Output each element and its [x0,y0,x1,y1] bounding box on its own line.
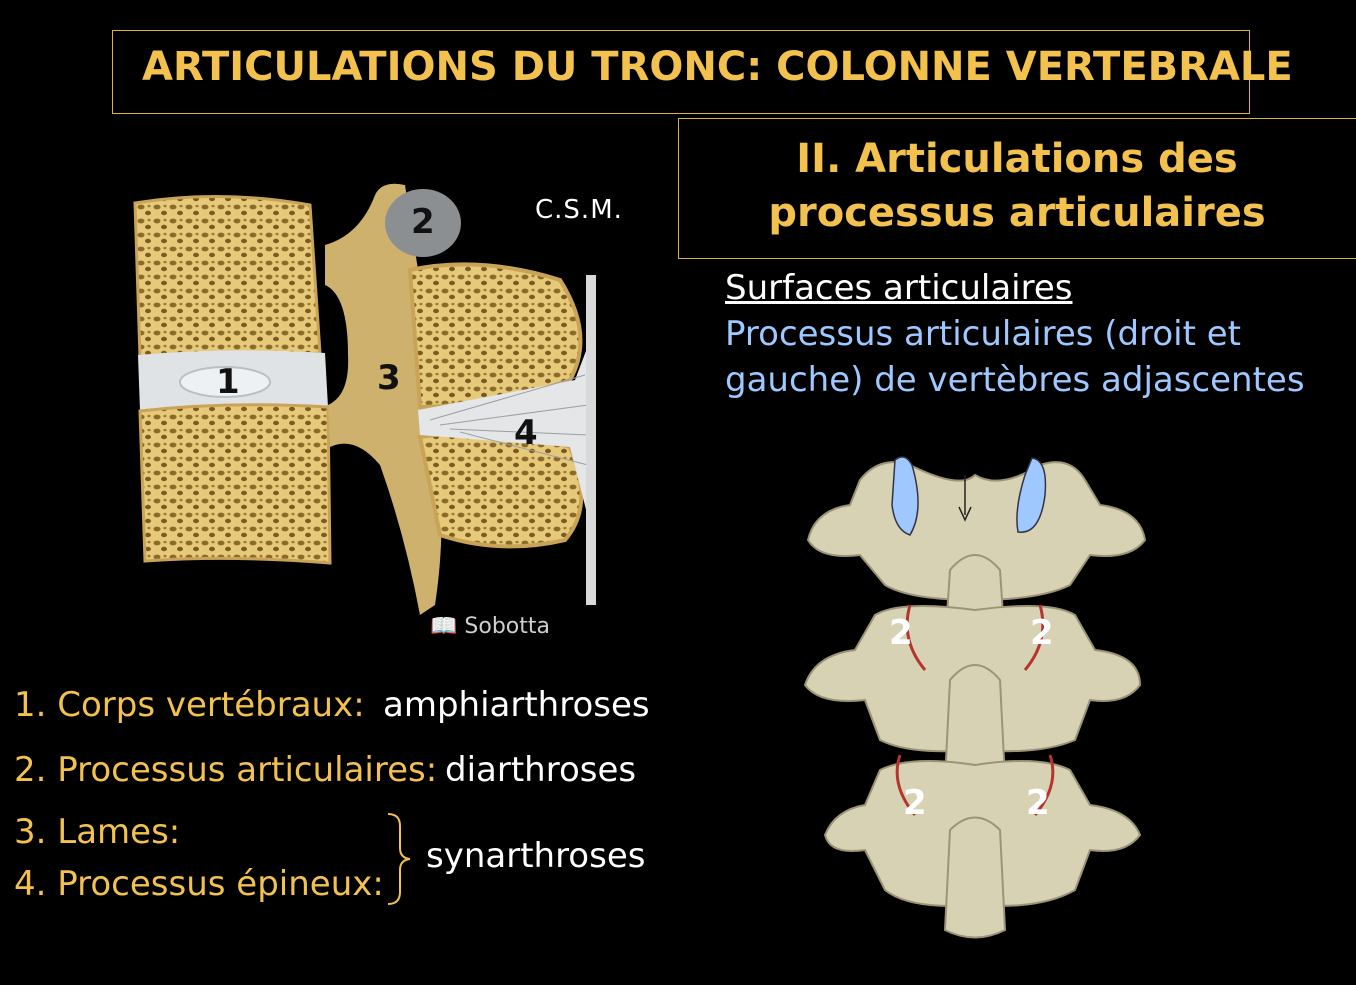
figure-right-label-3: 2 [903,783,927,823]
section-title-line2: processus articulaires [768,190,1266,236]
list-item-4-label: 4. Processus épineux: [14,864,384,904]
posterior-spine-illustration [803,456,1147,939]
list-item-2-value: diarthroses [445,750,637,790]
surfaces-description-line2: gauche) de vertèbres adjascentes [725,360,1305,400]
list-item-1-label: 1. Corps vertébraux: [14,685,365,725]
figure-right-label-2: 2 [1030,613,1054,653]
list-item-2-label: 2. Processus articulaires: [14,750,438,790]
figure-left-label-4: 4 [514,413,538,453]
grouping-brace [387,813,411,905]
book-icon: 📖 [430,614,458,639]
surfaces-heading: Surfaces articulaires [725,268,1073,308]
source-credit: 📖 Sobotta [430,614,550,639]
figure-left-label-2: 2 [411,202,435,242]
group-value: synarthroses [426,836,646,876]
page-title: ARTICULATIONS DU TRONC: COLONNE VERTEBRA… [142,44,1293,90]
figure-right-label-4: 2 [1026,783,1050,823]
figure-left-label-1: 1 [216,362,240,402]
source-text: Sobotta [464,614,550,639]
list-item-3-label: 3. Lames: [14,812,181,852]
list-item-1-value: amphiarthroses [383,685,650,725]
figure-right-label-1: 2 [889,613,913,653]
figure-left-label-3: 3 [377,358,401,398]
credit-text: C.S.M. [535,195,623,225]
section-title-line1: II. Articulations des [796,136,1238,182]
sagittal-spine-illustration [133,183,596,615]
surfaces-description-line1: Processus articulaires (droit et [725,314,1241,354]
title-frame [112,30,1250,114]
section-frame [678,118,1356,259]
